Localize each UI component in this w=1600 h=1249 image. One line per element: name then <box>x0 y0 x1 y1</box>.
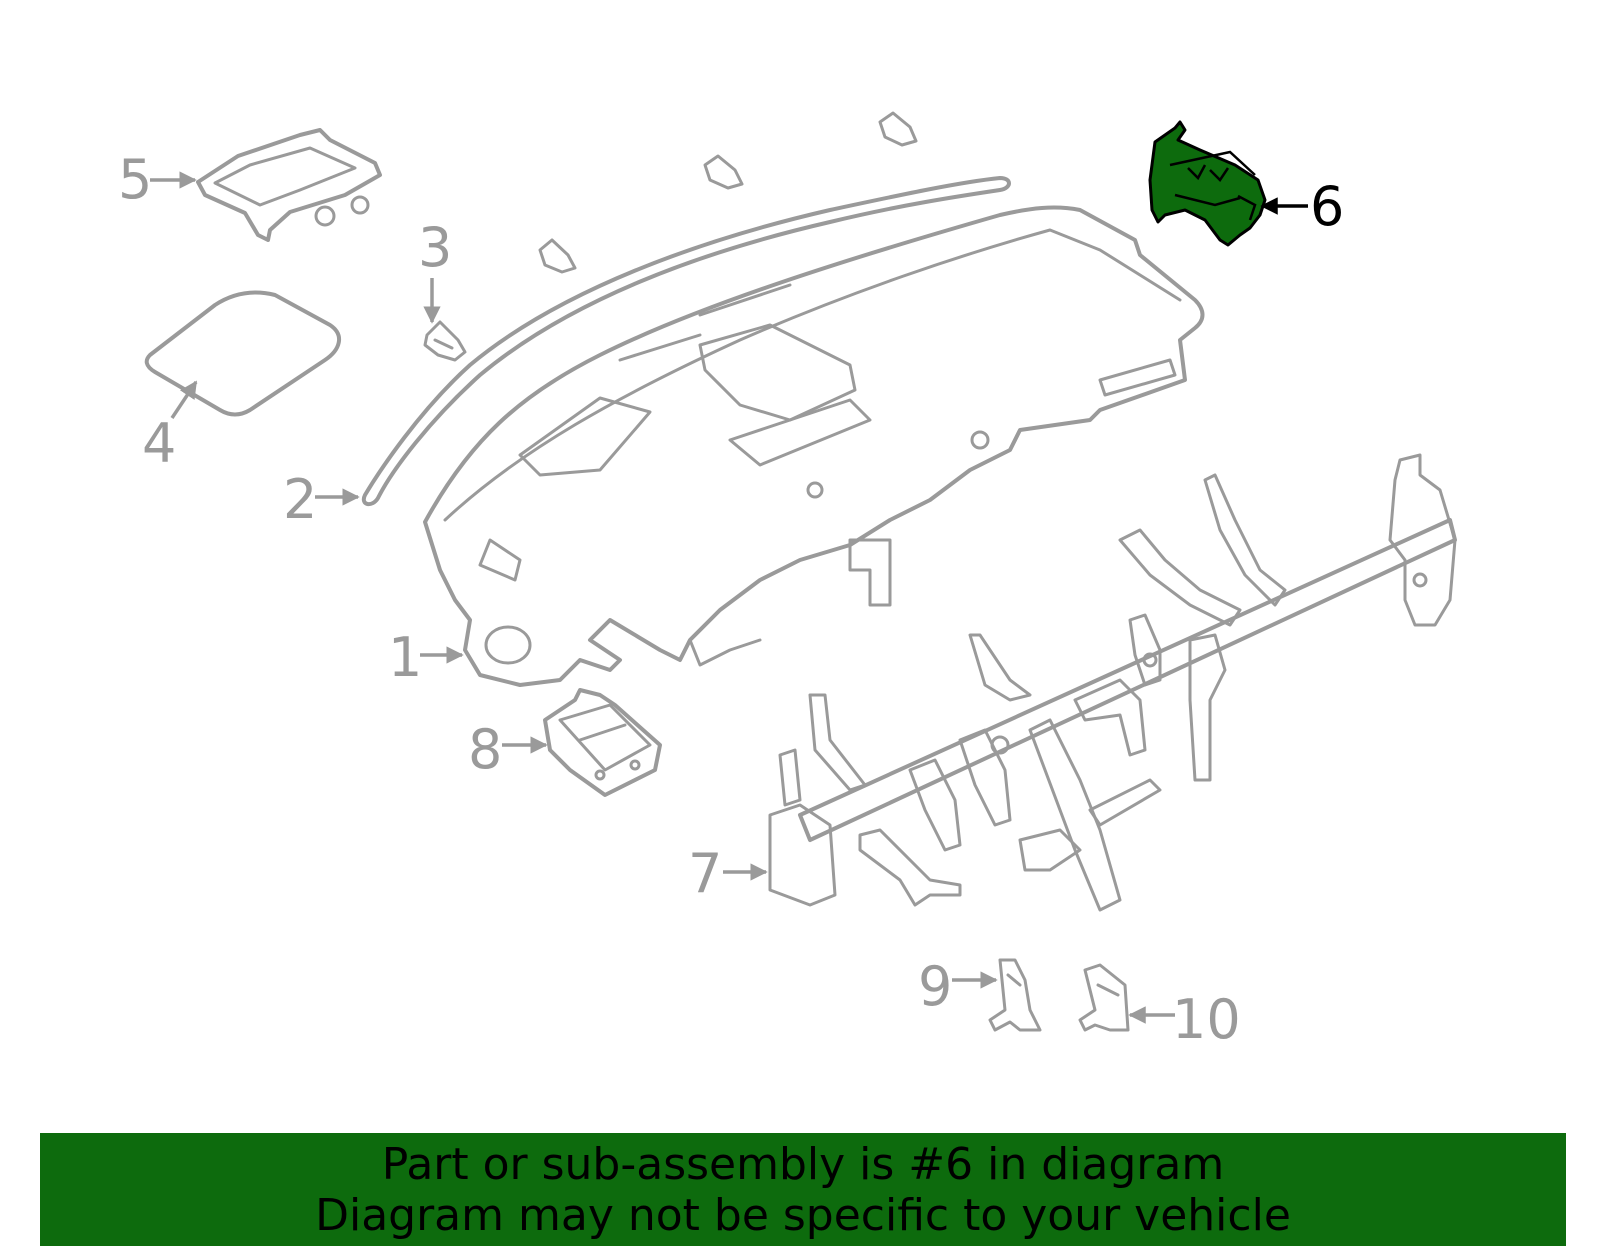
callout-7: 7 <box>688 842 722 905</box>
part-2-drawing <box>361 176 1011 507</box>
part-10-drawing <box>1078 963 1130 1032</box>
callout-1: 1 <box>388 626 422 689</box>
part-3-drawing <box>423 320 467 362</box>
info-banner: Part or sub-assembly is #6 in diagram Di… <box>40 1133 1566 1246</box>
part-7-drawing <box>768 453 1457 912</box>
part-4-drawing <box>144 290 341 417</box>
callout-9: 9 <box>918 955 952 1018</box>
part-5-drawing <box>196 128 382 242</box>
callout-5: 5 <box>118 148 152 211</box>
callout-6: 6 <box>1310 175 1344 238</box>
banner-line-2: Diagram may not be specific to your vehi… <box>315 1189 1291 1241</box>
callout-8: 8 <box>468 718 502 781</box>
clip-drawings <box>538 111 918 274</box>
leader-lines <box>150 171 1308 1024</box>
part-8-drawing <box>543 688 662 797</box>
callout-10: 10 <box>1172 988 1241 1051</box>
part-1-drawing <box>423 205 1205 687</box>
banner-line-1: Part or sub-assembly is #6 in diagram <box>381 1138 1225 1190</box>
callout-3: 3 <box>418 216 452 279</box>
part-6-drawing <box>1148 120 1267 247</box>
callout-2: 2 <box>283 468 317 531</box>
part-9-drawing <box>988 958 1042 1032</box>
callout-4: 4 <box>142 412 176 475</box>
